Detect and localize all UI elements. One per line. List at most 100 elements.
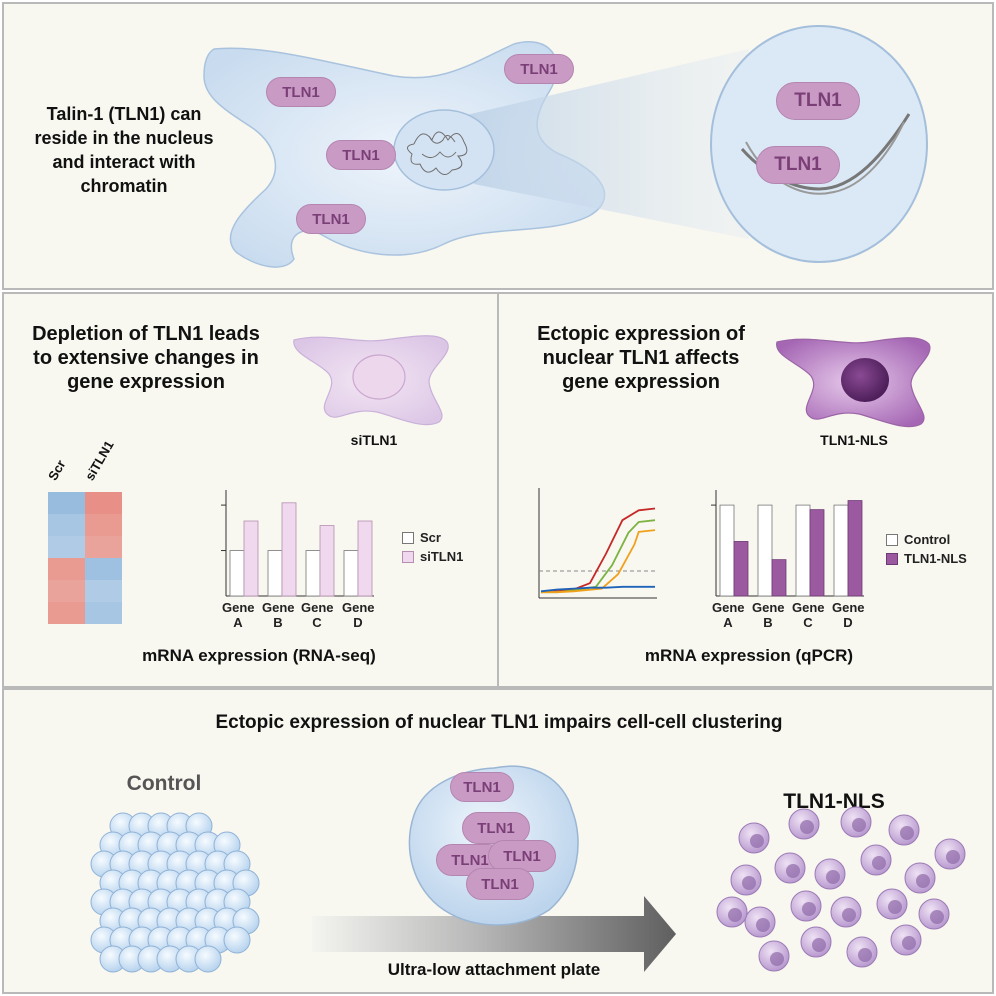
- plate-label: Ultra-low attachment plate: [387, 960, 601, 979]
- cell-nucleus: [800, 820, 814, 834]
- plate-arrow: [312, 896, 676, 972]
- qpcr-title: Ectopic expression of nuclear TLN1 affec…: [537, 323, 745, 393]
- rnaseq-bar-chart: [221, 490, 374, 597]
- tln1-pill: TLN1: [504, 54, 574, 84]
- heatmap-cell: [85, 492, 122, 514]
- cell-nucleus: [742, 876, 756, 890]
- cell-nucleus: [842, 908, 856, 922]
- gene-label: Gene A: [222, 600, 255, 630]
- bar-tln1-nls: [733, 541, 749, 597]
- cell-nucleus: [930, 910, 944, 924]
- bar-sitln1: [357, 520, 373, 597]
- cell-nucleus: [946, 850, 960, 864]
- bar-sitln1: [281, 502, 297, 597]
- rnaseq-footer: mRNA expression (RNA-seq): [142, 646, 376, 665]
- amplification-curve: [540, 585, 655, 593]
- heatmap-cell: [48, 536, 85, 558]
- bar-control: [833, 504, 849, 597]
- legend-item-tln1-nls: TLN1-NLS: [886, 551, 967, 566]
- qpcr-legend: Control TLN1-NLS: [886, 532, 967, 570]
- bar-tln1-nls: [847, 500, 863, 597]
- cell-nucleus: [888, 900, 902, 914]
- qpcr-footer: mRNA expression (qPCR): [644, 646, 854, 665]
- tln1-pill: TLN1: [296, 204, 366, 234]
- gene-label: Gene C: [301, 600, 334, 630]
- clustering-title: Ectopic expression of nuclear TLN1 impai…: [215, 712, 783, 733]
- bar-control: [719, 504, 735, 597]
- gene-label: Gene B: [752, 600, 785, 630]
- qpcr-amplification-plot: [538, 488, 657, 599]
- cell-nucleus: [802, 902, 816, 916]
- tln1-pill: TLN1: [266, 77, 336, 107]
- heatmap-col-scr: Scr: [45, 457, 69, 483]
- tln1-pill: TLN1: [450, 772, 514, 802]
- legend-swatch: [402, 550, 414, 563]
- tln1-pill: TLN1: [488, 840, 556, 872]
- tln1-nls-cell: [776, 337, 931, 428]
- sitln1-cell-label: siTLN1: [350, 432, 398, 448]
- bar-scr: [343, 550, 359, 597]
- amplification-curve: [541, 529, 656, 594]
- bar-control: [795, 504, 811, 597]
- qpcr-panel: Ectopic expression of nuclear TLN1 affec…: [497, 292, 994, 688]
- control-label: Control: [126, 772, 202, 795]
- bar-scr: [305, 550, 321, 597]
- heatmap-cell: [85, 558, 122, 580]
- cell-nucleus: [750, 834, 764, 848]
- control-cell: [194, 945, 222, 973]
- heatmap-cell: [85, 514, 122, 536]
- legend-item-sitln1: siTLN1: [402, 549, 463, 564]
- rnaseq-panel: Depletion of TLN1 leads to extensive cha…: [2, 292, 499, 688]
- tln1-pill: TLN1: [326, 140, 396, 170]
- top-panel: Talin-1 (TLN1) can reside in the nucleus…: [2, 2, 994, 290]
- cell-nucleus: [786, 864, 800, 878]
- control-cell: [223, 926, 251, 954]
- bar-tln1-nls: [771, 559, 787, 597]
- top-caption: Talin-1 (TLN1) can reside in the nucleus…: [34, 104, 214, 196]
- heatmap-cell: [85, 580, 122, 602]
- gene-label: Gene C: [792, 600, 825, 630]
- cell-nucleus: [728, 908, 742, 922]
- cell-nucleus: [858, 948, 872, 962]
- nucleus: [393, 109, 495, 191]
- legend-item-scr: Scr: [402, 530, 463, 545]
- cell-nucleus: [902, 936, 916, 950]
- legend-swatch: [402, 531, 414, 544]
- tln1-nls-cells: [716, 806, 966, 972]
- bar-tln1-nls: [809, 509, 825, 597]
- cell-illustration: [203, 25, 928, 268]
- bar-scr: [229, 550, 245, 597]
- zoomed-nucleus: [710, 25, 928, 263]
- tln1-pill-large: TLN1: [756, 146, 840, 184]
- cell-nucleus: [812, 938, 826, 952]
- tln1-pill-large: TLN1: [776, 82, 860, 120]
- bar-sitln1: [243, 520, 259, 597]
- tln1-nls-cell-label: TLN1-NLS: [820, 432, 888, 448]
- chromatin: [407, 131, 468, 175]
- heatmap-col-sitln1: siTLN1: [82, 437, 117, 483]
- bar-scr: [267, 550, 283, 597]
- cell-nucleus: [756, 918, 770, 932]
- cell-nucleus: [872, 856, 886, 870]
- heatmap-cell: [48, 580, 85, 602]
- heatmap-cell: [48, 558, 85, 580]
- zoom-beam: [462, 49, 749, 239]
- gene-label: Gene D: [832, 600, 865, 630]
- amplification-curve: [541, 519, 656, 594]
- legend-swatch: [886, 552, 898, 565]
- clustering-illustration: [90, 765, 966, 973]
- clustering-panel: Ectopic expression of nuclear TLN1 impai…: [2, 688, 994, 994]
- bar-sitln1: [319, 525, 335, 597]
- heatmap-cell: [48, 492, 85, 514]
- legend-item-control: Control: [886, 532, 967, 547]
- heatmap-cell: [85, 536, 122, 558]
- gene-label: Gene B: [262, 600, 295, 630]
- rnaseq-legend: Scr siTLN1: [402, 530, 463, 568]
- control-cluster: [90, 812, 260, 973]
- gene-label: Gene A: [712, 600, 745, 630]
- heatmap-cell: [85, 602, 122, 624]
- bar-control: [757, 504, 773, 597]
- cell-nucleus: [916, 874, 930, 888]
- sitln1-cell: [293, 335, 449, 426]
- heatmap-cell: [48, 514, 85, 536]
